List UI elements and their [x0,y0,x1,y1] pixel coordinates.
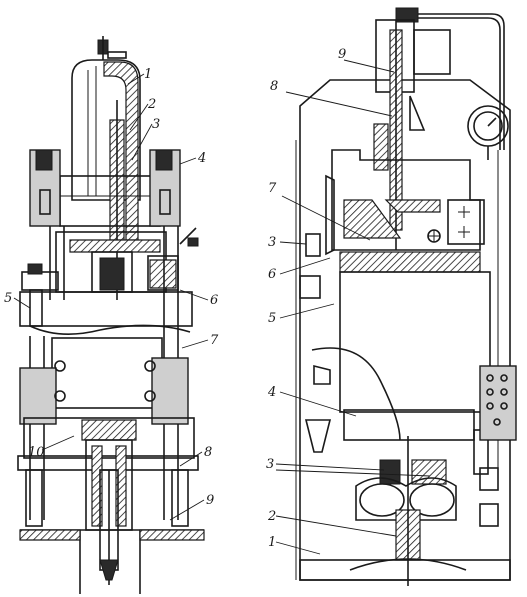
right-ram [304,271,517,475]
right-lower-mechanism [349,436,499,586]
right-pressure-gauge [467,105,509,160]
callout-left-4: 4 [197,151,206,166]
left-feet [19,469,205,594]
callout-right-3a: 3 [268,235,276,250]
left-side-bracket [21,263,59,327]
left-top-cap [97,36,127,60]
leader-lines [13,59,431,555]
callout-left-3: 3 [152,117,160,132]
right-callouts: 1 2 3 3 4 5 6 7 8 9 [266,47,346,550]
left-punch-tool [81,419,137,585]
callout-left-6: 6 [210,293,218,308]
callout-left-2: 2 [147,97,156,112]
right-view [295,7,517,586]
callout-left-7: 7 [210,333,219,348]
left-view [17,36,205,594]
callout-right-2: 2 [267,509,276,524]
callout-left-9: 9 [206,493,214,508]
left-upper-crosshead [29,149,181,227]
callout-right-7: 7 [268,181,277,196]
right-hydraulic-pipe [395,7,505,150]
right-upper-block [331,149,485,273]
left-lower-crosshead [17,337,199,471]
callout-right-9: 9 [338,47,346,62]
callout-left-5: 5 [4,291,12,306]
callout-right-1: 1 [268,535,276,550]
callout-right-3b: 3 [266,457,274,472]
callout-right-4: 4 [267,385,276,400]
left-hydraulic-block [55,227,199,293]
left-cylinder [71,59,141,241]
callout-left-8: 8 [204,445,212,460]
callout-right-5: 5 [268,311,276,326]
right-housing [295,79,511,581]
left-frame-plate [19,291,193,335]
callout-left-1: 1 [144,67,152,82]
right-left-components [299,174,335,385]
callout-left-10: 10 [28,445,45,460]
callout-right-8: 8 [270,79,278,94]
callout-right-6: 6 [268,267,276,282]
right-upper-cylinder [373,19,451,250]
left-callouts: 1 2 3 4 5 6 7 8 9 10 [4,67,219,508]
